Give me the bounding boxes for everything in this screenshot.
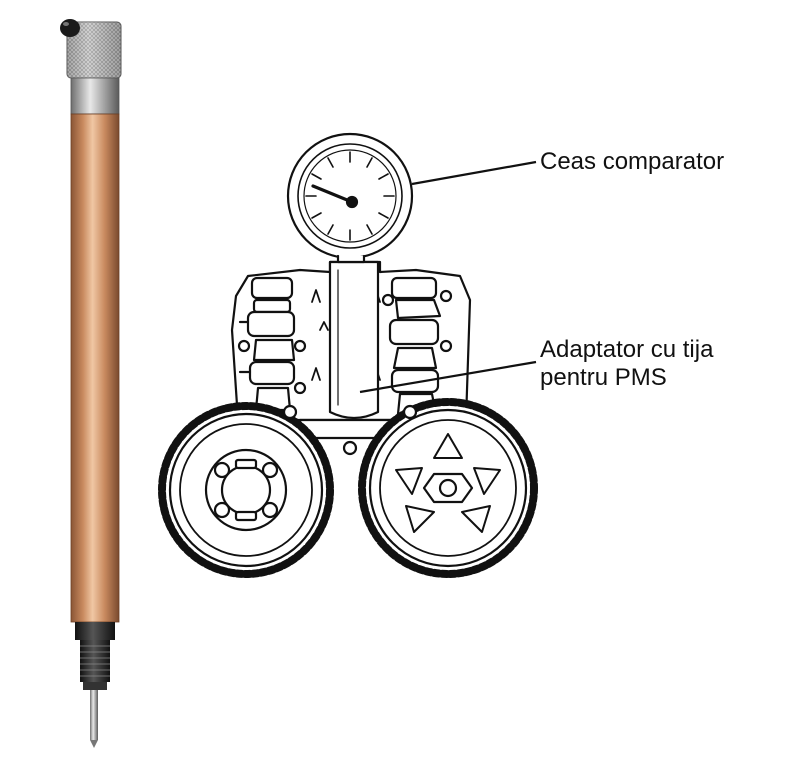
threaded-section	[80, 640, 110, 682]
thread-lines	[80, 645, 110, 677]
leader-lines	[359, 160, 537, 394]
label-tdc-adapter-line2: pentru PMS	[540, 364, 667, 391]
sprocket-windows	[395, 433, 501, 533]
label-tdc-adapter-line1: Adaptator cu tija	[540, 336, 714, 363]
knob-highlight	[63, 22, 69, 26]
nut-ring	[83, 682, 107, 690]
left-sprocket	[158, 402, 334, 578]
right-sprocket	[358, 398, 538, 578]
gauge-neck	[336, 254, 366, 264]
label-tdc-adapter: Adaptator cu tija pentru PMS	[540, 336, 713, 392]
steel-collar	[70, 77, 120, 115]
leader-ceas	[411, 160, 537, 186]
label-dial-gauge: Ceas comparator	[540, 148, 725, 175]
knurled-head-shade	[67, 22, 121, 78]
dial-gauge	[286, 132, 414, 264]
gauge-face	[303, 149, 397, 243]
gauge-needle	[311, 184, 354, 204]
black-knob	[60, 19, 80, 37]
gauge-ticks	[305, 151, 395, 241]
probe-tip	[90, 740, 98, 748]
lower-fitting	[75, 622, 115, 640]
gauge-hub	[345, 195, 359, 209]
probe-pin	[90, 690, 98, 740]
engine-head-drawing	[158, 132, 538, 578]
tdc-adapter-rod	[60, 19, 122, 748]
adapter-stem	[328, 260, 380, 420]
leader-adaptor	[359, 360, 537, 394]
copper-body	[70, 113, 120, 623]
